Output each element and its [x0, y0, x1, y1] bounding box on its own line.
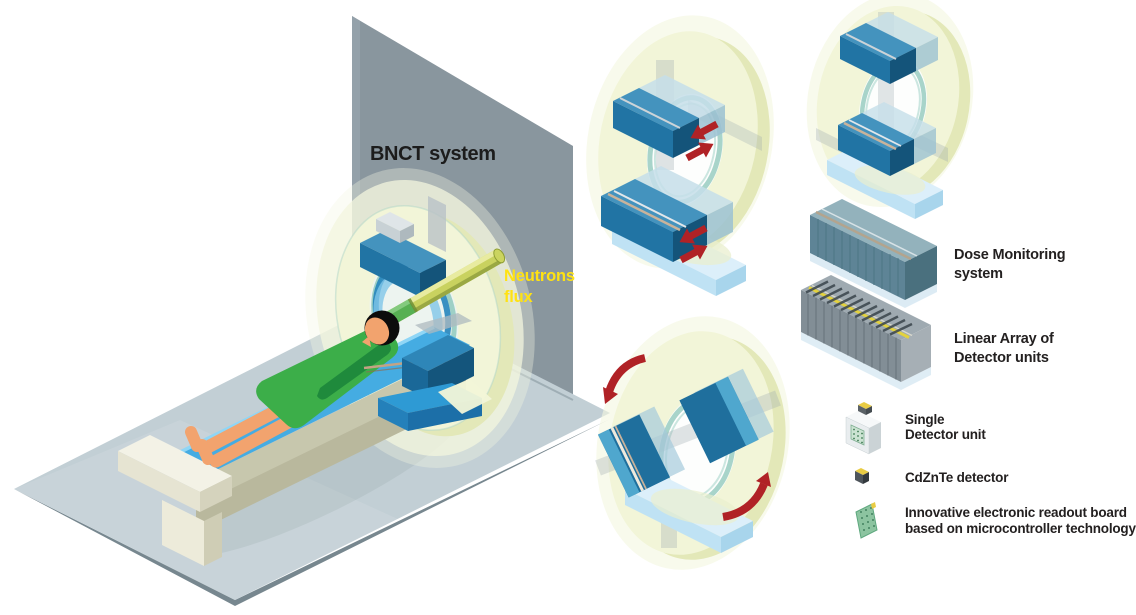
- lower-detector-box: [838, 102, 936, 176]
- bnct-system-label: BNCT system: [370, 143, 496, 165]
- neutron-beam: [385, 248, 506, 326]
- detector-ring-translation-view: [586, 15, 774, 296]
- neutrons-flux-label: Neutrons flux: [504, 267, 575, 306]
- translation-arrows: [679, 120, 719, 264]
- dose-monitoring-label: Dose Monitoring system: [954, 247, 1066, 282]
- detector-ring-rotation-view: [595, 316, 790, 570]
- detector-fins: [805, 280, 913, 336]
- rotated-detector-box-upper: [679, 368, 774, 464]
- couch-pedestal: [118, 435, 232, 566]
- linear-array-label: Linear Array of Detector units: [954, 331, 1054, 366]
- support-strut: [816, 128, 842, 153]
- patient-figure: [185, 323, 399, 468]
- lower-detector-box: [601, 166, 733, 262]
- readout-board-label: Innovative electronic readout board base…: [905, 505, 1136, 536]
- single-detector-unit-icon: [845, 402, 881, 455]
- gantry-top-detector-box: [360, 196, 446, 297]
- upper-detector-box: [613, 75, 725, 158]
- readout-board-icon: [855, 502, 878, 539]
- cdznte-chip-icon: [855, 468, 869, 484]
- treatment-room-scene: [14, 16, 610, 606]
- ring-platform: [827, 146, 943, 219]
- upper-detector-box: [840, 12, 938, 84]
- rotation-arrows: [603, 354, 771, 521]
- patient-head: [362, 310, 400, 347]
- cdznte-detector-label: CdZnTe detector: [905, 470, 1009, 485]
- single-detector-label: Single Detector unit: [905, 412, 986, 442]
- ring-platform: [625, 473, 753, 553]
- detector-ring-static-view: [806, 0, 974, 219]
- linear-array-box: [801, 275, 931, 390]
- gantry-base-foot: [378, 379, 492, 431]
- dose-monitoring-box: [810, 199, 937, 308]
- rotated-detector-box-lower: [597, 406, 686, 498]
